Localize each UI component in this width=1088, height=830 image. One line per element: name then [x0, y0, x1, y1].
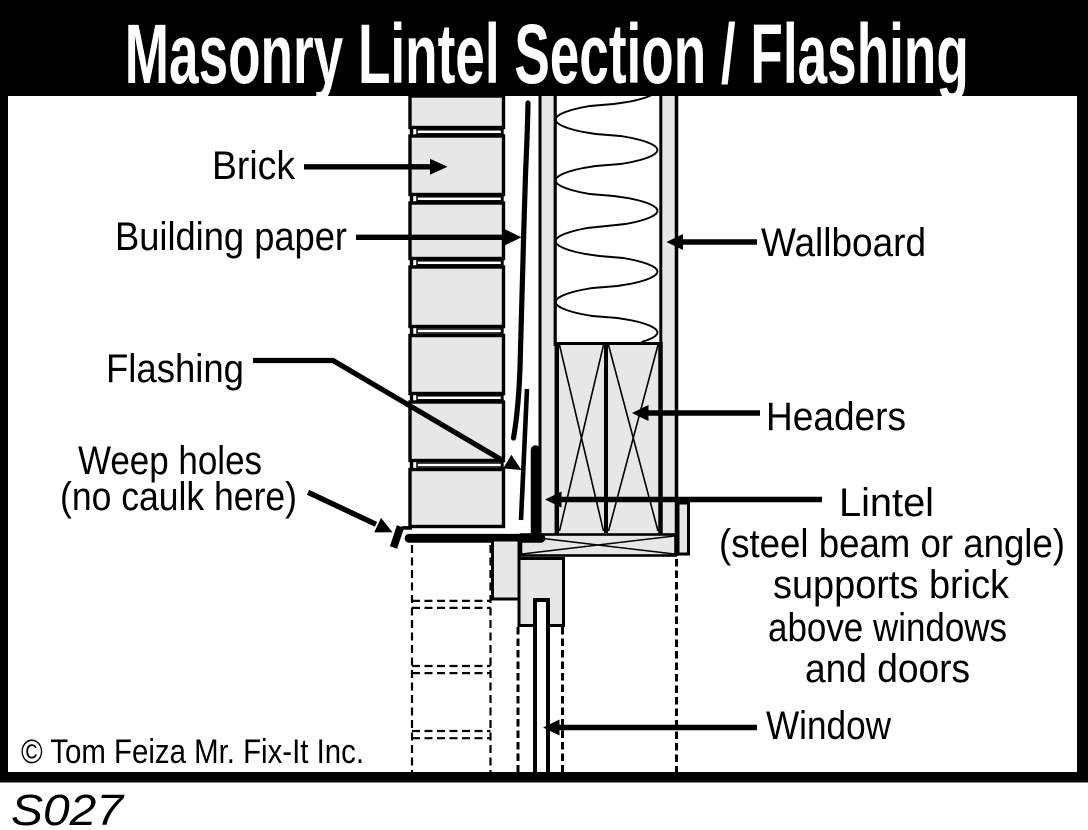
- svg-text:supports brick: supports brick: [773, 563, 1010, 607]
- svg-text:Headers: Headers: [766, 395, 906, 439]
- svg-text:S027: S027: [11, 786, 125, 830]
- svg-text:and doors: and doors: [805, 647, 970, 691]
- svg-text:Window: Window: [766, 704, 891, 748]
- svg-text:Weep holes: Weep holes: [78, 439, 262, 483]
- svg-text:Wallboard: Wallboard: [761, 221, 926, 265]
- svg-text:Masonry Lintel Section / Flash: Masonry Lintel Section / Flashing: [125, 7, 969, 101]
- svg-text:(steel beam or angle): (steel beam or angle): [719, 522, 1065, 566]
- svg-text:(no caulk here): (no caulk here): [60, 475, 297, 519]
- svg-text:above windows: above windows: [768, 606, 1007, 650]
- svg-text:Brick: Brick: [212, 144, 296, 188]
- svg-text:Flashing: Flashing: [106, 347, 244, 391]
- svg-text:Building paper: Building paper: [115, 215, 347, 259]
- svg-text:Lintel: Lintel: [839, 481, 934, 525]
- svg-text:© Tom Feiza Mr. Fix-It Inc.: © Tom Feiza Mr. Fix-It Inc.: [21, 733, 364, 771]
